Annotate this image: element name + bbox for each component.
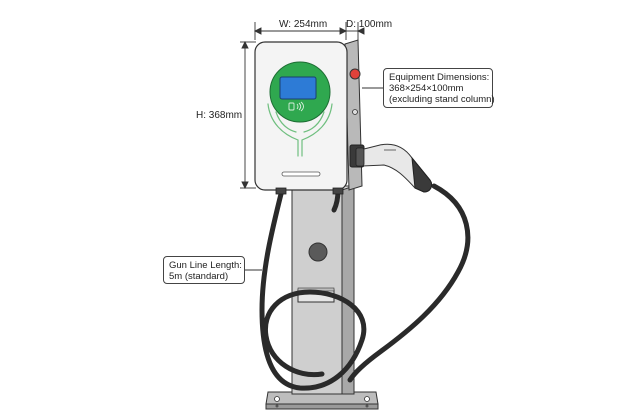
callout-equipment-line1: Equipment Dimensions: <box>389 72 490 83</box>
callout-gun-line1: Gun Line Length: <box>169 260 242 271</box>
charger-body <box>254 39 365 195</box>
callout-equipment-line3: (excluding stand column) <box>389 94 495 105</box>
equipment-dimensions-callout: Equipment Dimensions: 368×254×100mm (exc… <box>383 68 495 108</box>
width-dimension-label: W: 254mm <box>279 19 328 30</box>
contactless-icon <box>288 101 304 112</box>
charging-gun <box>355 143 433 193</box>
gun-line-length-callout: Gun Line Length: 5m (standard) <box>163 256 245 284</box>
base-plate <box>265 391 379 410</box>
callout-gun-line2: 5m (standard) <box>169 271 229 282</box>
hands-illustration <box>267 103 333 157</box>
emergency-stop-button <box>349 68 361 80</box>
callout-equipment-line2: 368×254×100mm <box>389 83 464 94</box>
dimension-lines <box>240 22 383 271</box>
height-dimension-label: H: 368mm <box>196 110 243 121</box>
stand-column <box>291 185 355 395</box>
status-light-bar <box>281 171 321 177</box>
column-hole <box>308 242 328 262</box>
display-screen <box>279 76 317 100</box>
depth-dimension-label: D: 100mm <box>346 19 393 30</box>
